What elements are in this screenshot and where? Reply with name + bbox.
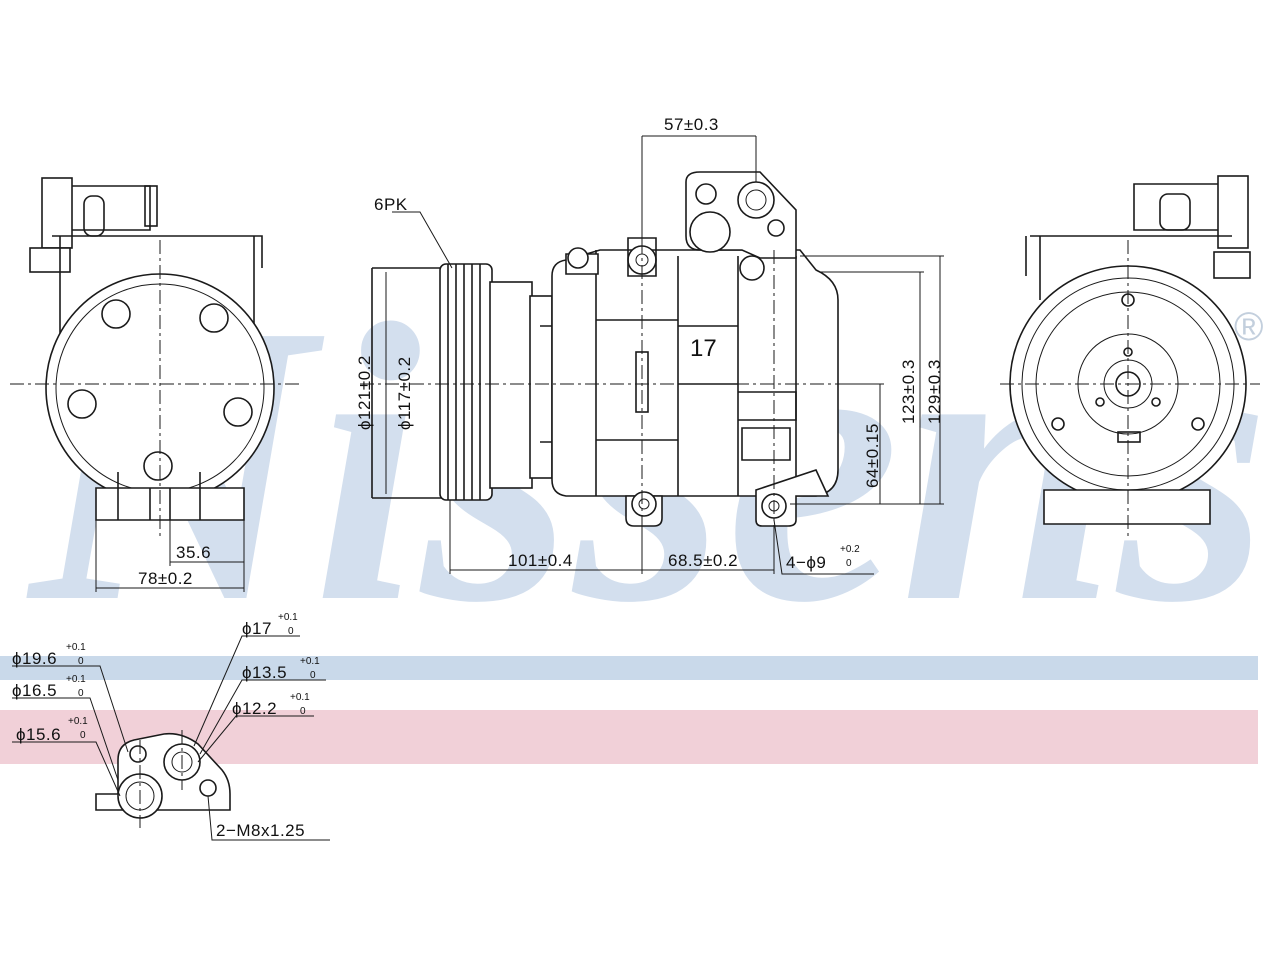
dim-57: 57±0.3 — [664, 115, 719, 134]
rear-view: 35.6 78±0.2 — [10, 177, 300, 592]
front-view — [1000, 175, 1260, 540]
dim-35-6: 35.6 — [176, 543, 211, 562]
dim-holes: 4−ϕ9 — [786, 553, 826, 572]
port-15-tol-plus: +0.1 — [68, 716, 88, 727]
dim-101: 101±0.4 — [508, 551, 573, 570]
holes-tol-plus: +0.2 — [840, 544, 860, 555]
port-16-5: ϕ16.5 — [12, 681, 57, 700]
port-19-tol-plus: +0.1 — [66, 642, 86, 653]
port-17: ϕ17 — [242, 619, 272, 638]
dim-117: ϕ117±0.2 — [395, 356, 414, 430]
blue-band — [0, 656, 1258, 680]
port-15-tol-zero: 0 — [80, 730, 86, 741]
port-12-tol-zero: 0 — [300, 706, 306, 717]
port-15-6: ϕ15.6 — [16, 725, 61, 744]
dim-68-5: 68.5±0.2 — [668, 551, 738, 570]
port-13-tol-plus: +0.1 — [300, 656, 320, 667]
thread-label: 2−M8x1.25 — [216, 821, 305, 840]
port-16-tol-plus: +0.1 — [66, 674, 86, 685]
dim-123: 123±0.3 — [899, 359, 918, 424]
port-17-tol-plus: +0.1 — [278, 612, 298, 623]
dim-129: 129±0.3 — [925, 359, 944, 424]
belt-label: 6PK — [374, 195, 408, 214]
port-13-tol-zero: 0 — [310, 670, 316, 681]
port-detail: ϕ19.6 +0.1 0 ϕ16.5 +0.1 0 ϕ15.6 +0.1 0 ϕ… — [12, 612, 330, 841]
dim-78: 78±0.2 — [138, 569, 193, 588]
holes-tol-zero: 0 — [846, 558, 852, 569]
dim-121: ϕ121±0.2 — [355, 355, 374, 430]
port-19-6: ϕ19.6 — [12, 649, 57, 668]
port-16-tol-zero: 0 — [78, 688, 84, 699]
part-number: 17 — [690, 335, 717, 362]
port-12-2: ϕ12.2 — [232, 699, 277, 718]
port-17-tol-zero: 0 — [288, 626, 294, 637]
dim-64: 64±0.15 — [863, 423, 882, 488]
port-12-tol-plus: +0.1 — [290, 692, 310, 703]
side-view: 57±0.3 6PK 17 ϕ121±0.2 ϕ117±0.2 64±0.15 … — [355, 115, 944, 575]
port-13-5: ϕ13.5 — [242, 663, 287, 682]
port-19-tol-zero: 0 — [78, 656, 84, 667]
